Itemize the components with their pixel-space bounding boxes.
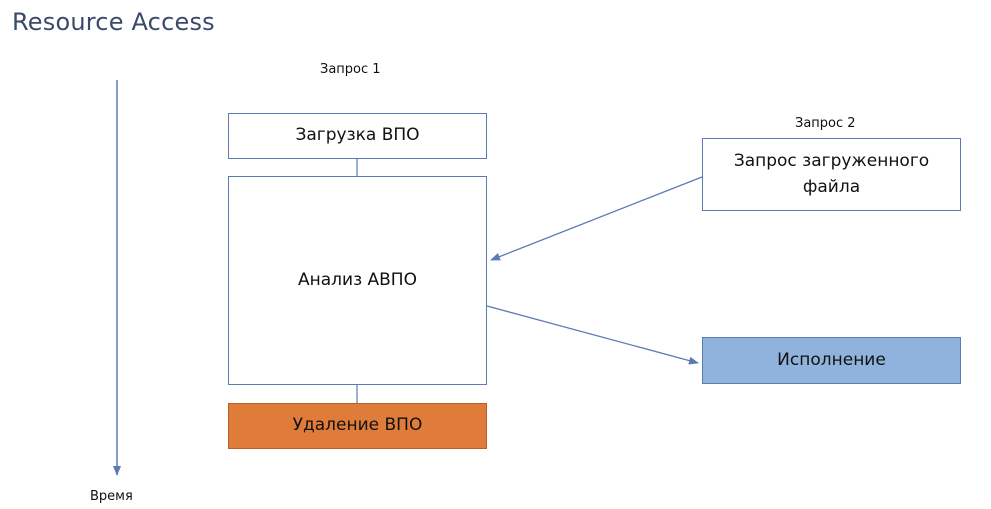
execution-box: Исполнение bbox=[702, 337, 961, 384]
analysis-box: Анализ АВПО bbox=[228, 176, 487, 385]
execution-arrow bbox=[486, 305, 699, 365]
file-request-box: Запрос загруженного файла bbox=[702, 138, 961, 211]
file-request-arrow bbox=[490, 176, 703, 261]
delete-box: Удаление ВПО bbox=[228, 403, 487, 449]
time-axis-label: Время bbox=[90, 489, 133, 504]
request-1-label: Запрос 1 bbox=[320, 62, 381, 77]
page-title: Resource Access bbox=[12, 8, 215, 36]
request-2-label: Запрос 2 bbox=[795, 116, 856, 131]
upload-box: Загрузка ВПО bbox=[228, 113, 487, 159]
